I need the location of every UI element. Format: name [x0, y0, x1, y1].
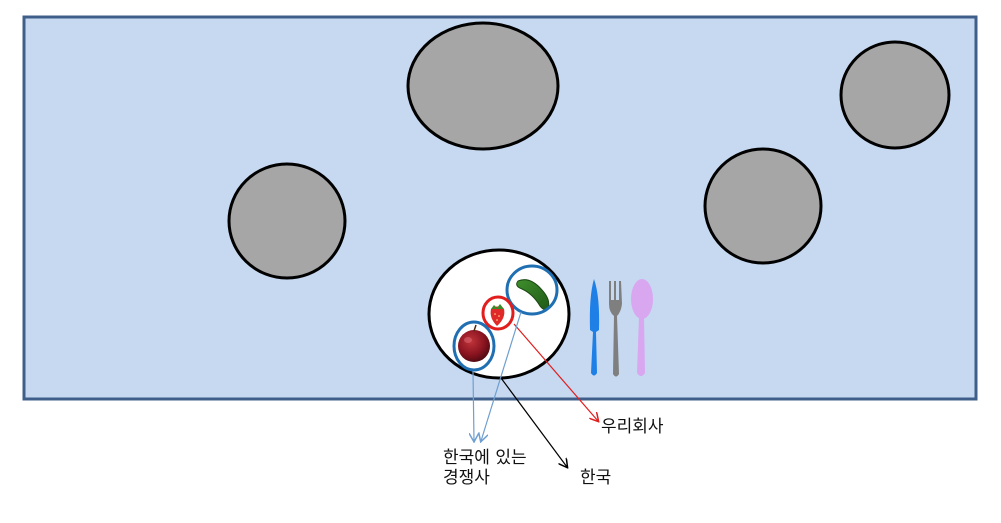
arrow-apple-to-competitor	[473, 370, 474, 441]
fork-icon	[609, 281, 622, 377]
gray-plate	[839, 40, 951, 150]
gray-plate	[703, 147, 823, 265]
gray-plate	[406, 21, 560, 151]
cucumber-ring	[505, 264, 559, 316]
arrow-to-our-company	[513, 323, 598, 421]
spoon-icon	[631, 279, 653, 376]
arrow-cucumber-to-competitor	[481, 311, 522, 441]
label-korea: 한국	[580, 468, 612, 488]
apple-ring	[452, 320, 496, 372]
strawberry-icon	[490, 304, 505, 326]
strawberry-ring	[481, 295, 515, 331]
label-competitor-line1: 한국에 있는	[443, 448, 527, 468]
apple-icon	[458, 324, 490, 362]
label-competitor-line2: 경쟁사	[443, 468, 490, 488]
arrow-to-korea	[500, 377, 567, 467]
label-our-company: 우리회사	[601, 417, 664, 437]
gray-plate	[227, 162, 347, 280]
knife-icon	[589, 279, 600, 376]
